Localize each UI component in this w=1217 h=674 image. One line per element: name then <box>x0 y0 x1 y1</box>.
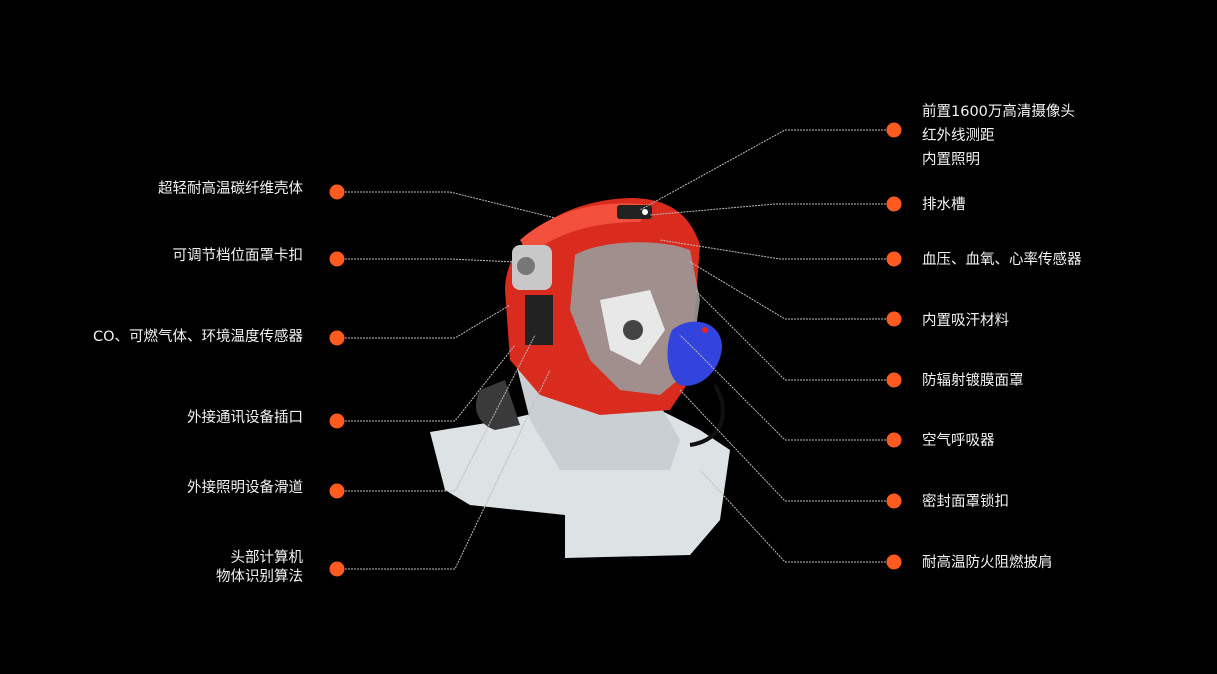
breathing-mask <box>667 321 722 386</box>
feature-label-coated-visor: 防辐射镀膜面罩 <box>922 369 1024 393</box>
feature-label-gas-sensor: CO、可燃气体、环境温度传感器 <box>93 325 303 349</box>
label-line: 红外线测距 <box>922 128 995 144</box>
callout-dot[interactable] <box>329 483 345 499</box>
label-line: 外接通讯设备插口 <box>187 410 303 426</box>
callout-dot[interactable] <box>329 413 345 429</box>
callout-dot[interactable] <box>886 122 902 138</box>
feature-label-comm-port: 外接通讯设备插口 <box>187 406 303 430</box>
feature-label-carbon-shell: 超轻耐高温碳纤维壳体 <box>158 177 303 201</box>
label-line: 内置照明 <box>922 152 980 168</box>
label-line: 密封面罩锁扣 <box>922 494 1009 510</box>
feature-label-cape: 耐高温防火阻燃披肩 <box>922 551 1053 575</box>
feature-label-mask-lock: 密封面罩锁扣 <box>922 490 1009 514</box>
callout-dot[interactable] <box>329 561 345 577</box>
label-line: 耐高温防火阻燃披肩 <box>922 555 1053 571</box>
callout-dot[interactable] <box>886 311 902 327</box>
label-line: 可调节档位面罩卡扣 <box>172 248 304 264</box>
label-line: 外接照明设备滑道 <box>187 480 303 496</box>
feature-label-camera: 前置1600万高清摄像头红外线测距内置照明 <box>922 100 1075 172</box>
callout-dot[interactable] <box>329 251 345 267</box>
feature-label-head-computer: 头部计算机物体识别算法 <box>216 549 303 587</box>
label-line: 空气呼吸器 <box>922 433 995 449</box>
label-line: CO、可燃气体、环境温度传感器 <box>92 329 303 345</box>
feature-label-sweat-material: 内置吸汗材料 <box>922 309 1009 333</box>
label-line: 前置1600万高清摄像头 <box>922 104 1075 120</box>
callout-dot[interactable] <box>329 330 345 346</box>
leader-lines <box>345 129 886 570</box>
label-line: 防辐射镀膜面罩 <box>922 373 1024 389</box>
label-line: 血压、血氧、心率传感器 <box>922 252 1082 268</box>
callout-dot[interactable] <box>886 432 902 448</box>
callout-dot[interactable] <box>886 493 902 509</box>
callout-dot[interactable] <box>886 251 902 267</box>
callout-dot[interactable] <box>329 184 345 200</box>
label-line: 头部计算机 <box>230 550 304 566</box>
label-line: 排水槽 <box>922 197 966 213</box>
feature-label-visor-buckle: 可调节档位面罩卡扣 <box>173 244 304 268</box>
callout-dot[interactable] <box>886 196 902 212</box>
feature-label-drainage: 排水槽 <box>922 193 966 217</box>
feature-label-light-rail: 外接照明设备滑道 <box>187 476 303 500</box>
label-line: 超轻耐高温碳纤维壳体 <box>158 181 303 197</box>
callout-dot[interactable] <box>886 372 902 388</box>
feature-label-vital-sensor: 血压、血氧、心率传感器 <box>922 248 1082 272</box>
camera <box>617 205 652 219</box>
label-line: 内置吸汗材料 <box>922 313 1009 329</box>
feature-label-respirator: 空气呼吸器 <box>922 429 995 453</box>
label-line: 物体识别算法 <box>216 569 303 585</box>
callout-dot[interactable] <box>886 554 902 570</box>
